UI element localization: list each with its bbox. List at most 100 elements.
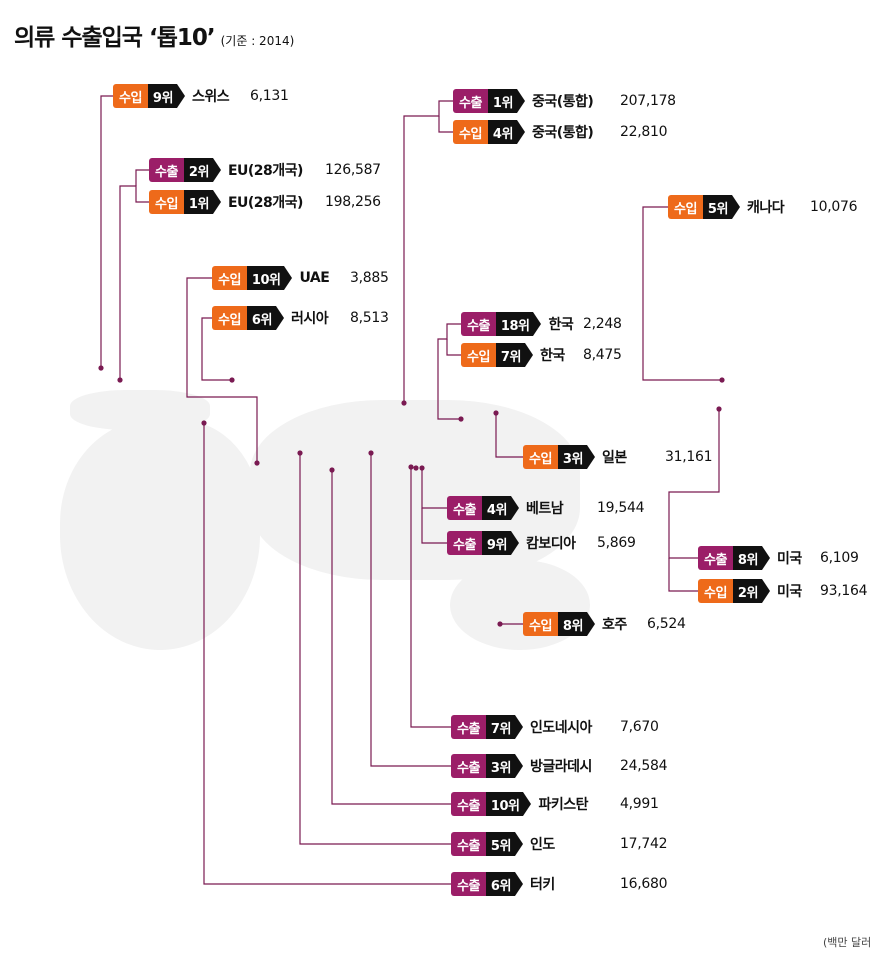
rank: 8위 [557,612,587,636]
rank: 3위 [485,754,515,778]
trade-type: 수입 [113,84,148,108]
badge-arrow [761,579,770,603]
location-dot [458,416,464,422]
unit-note: (백만 달러 [823,936,872,949]
connector-line [186,277,258,463]
trade-value: 126,587 [325,162,381,178]
trade-value: 198,256 [325,194,381,210]
trade-value: 24,584 [620,758,668,774]
connector-line [438,116,453,133]
trade-value: 6,109 [820,550,859,566]
country-name: 파키스탄 [538,797,589,813]
connector-line [410,467,451,728]
badge-arrow [761,546,770,570]
location-dot [716,406,722,412]
location-dot [201,420,207,426]
badge-arrow [586,445,595,469]
rank: 9위 [147,84,177,108]
trade-value: 3,885 [350,270,389,286]
rank: 4위 [487,120,517,144]
trade-value: 2,248 [583,316,622,332]
country-name: 캐나다 [746,200,785,216]
rank: 1위 [487,89,517,113]
badge-arrow [731,195,740,219]
trade-value: 207,178 [620,93,676,109]
trade-value: 31,161 [665,449,713,465]
country-name: 인도 [529,837,555,853]
badge-arrow [514,872,523,896]
location-dot [497,621,503,627]
trade-value: 10,076 [810,199,858,215]
rank: 6위 [246,306,276,330]
country-name: 터키 [529,877,555,893]
badge-arrow [523,792,532,816]
rank: 4위 [481,496,511,520]
badge-arrow [524,343,533,367]
country-name: 캄보디아 [525,536,576,552]
badge-arrow [514,715,523,739]
country-name: EU(28개국) [227,163,303,179]
country-name: 일본 [601,450,627,466]
trade-value: 8,513 [350,310,389,326]
badge-arrow [533,312,542,336]
trade-type: 수출 [447,496,482,520]
rank: 2위 [732,579,762,603]
badge-arrow [510,496,519,520]
connector-line [299,453,451,845]
country-name: 베트남 [525,501,564,517]
trade-value: 22,810 [620,124,668,140]
rank: 9위 [481,531,511,555]
rank: 3위 [557,445,587,469]
badge-arrow [514,754,523,778]
location-dot [493,410,499,416]
rank: 18위 [495,312,534,336]
connector-line [331,470,451,805]
badge-arrow [212,158,221,182]
country-name: 중국(통합) [531,94,594,110]
rank: 7위 [485,715,515,739]
country-name: 한국 [539,348,565,364]
country-name: 러시아 [290,311,329,327]
trade-type: 수출 [451,872,486,896]
location-dot [254,460,260,466]
badge-arrow [516,89,525,113]
location-dot [297,450,303,456]
badge-arrow [212,190,221,214]
country-name: EU(28개국) [227,195,303,211]
badge-arrow [275,306,284,330]
badge-arrow [510,531,519,555]
trade-type: 수출 [451,715,486,739]
rank: 8위 [732,546,762,570]
badge-arrow [284,266,293,290]
trade-type: 수입 [523,445,558,469]
trade-type: 수입 [212,306,247,330]
